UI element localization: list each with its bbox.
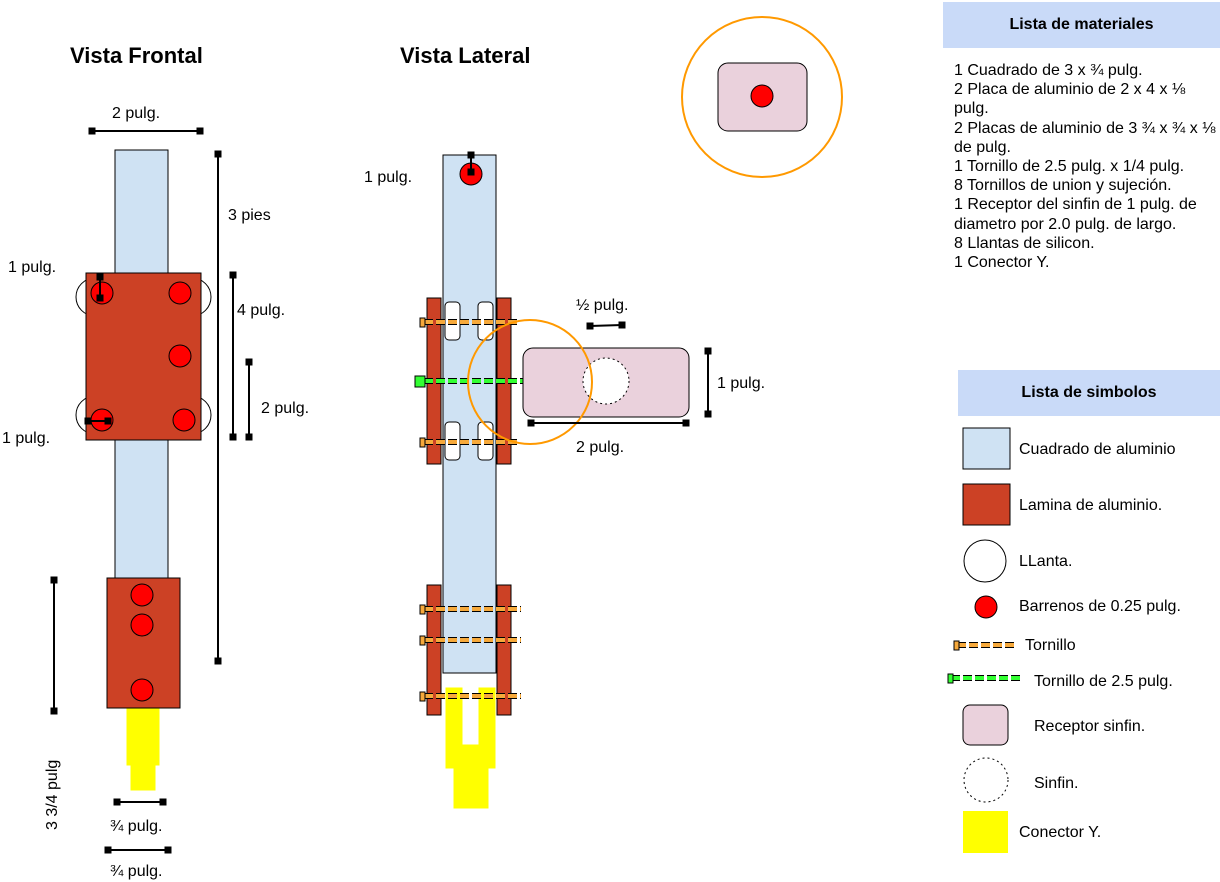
side-receiver-height-label: 1 pulg.: [717, 375, 765, 392]
front-view: 2 pulg. 3 pies 1 pulg. 1 pulg. 4 pulg. 2…: [2, 105, 309, 880]
front-connector-width-label-2: ¾ pulg.: [110, 863, 162, 880]
side-long-screw: [414, 375, 525, 388]
front-view-title: Vista Frontal: [70, 43, 203, 68]
front-wheel-bottom-label: 1 pulg.: [2, 430, 50, 447]
symbol-label: Lamina de aluminio.: [1019, 497, 1163, 514]
list-item: 2 Placa de aluminio de 2 x 4 x ⅛ pulg.: [954, 81, 1186, 118]
wheel-icon: [963, 539, 1007, 583]
side-hole-label: 1 pulg.: [364, 169, 412, 186]
front-wheel-top-label: 1 pulg.: [8, 259, 56, 276]
list-item: 1 Receptor del sinfin de 1 pulg. de diam…: [954, 196, 1197, 233]
front-hole: [172, 408, 196, 432]
front-y-connector: [126, 707, 160, 791]
detail-view: [681, 16, 843, 178]
side-screw: [419, 604, 521, 615]
front-lower-plate-label: 3 3/4 pulg: [44, 760, 61, 830]
symbol-label: Barrenos de 0.25 pulg.: [1019, 598, 1181, 615]
symbol-icons: [947, 427, 1022, 853]
symbol-label: Tornillo: [1025, 637, 1076, 654]
front-hole: [168, 281, 192, 305]
symbol-label: Sinfin.: [1034, 775, 1079, 792]
list-item: 8 Tornillos de union y sujeción.: [954, 177, 1172, 195]
front-connector-width-label: ¾ pulg.: [110, 818, 162, 835]
side-screw: [419, 691, 521, 702]
symbol-label: Tornillo de 2.5 pulg.: [1034, 673, 1173, 690]
side-y-connector: [445, 687, 496, 809]
symbol-label: LLanta.: [1019, 553, 1073, 570]
side-screw: [419, 437, 518, 448]
side-receiver-length-label: 2 pulg.: [576, 439, 624, 456]
side-lower-plate-left: [426, 584, 442, 716]
y-connector-icon: [963, 811, 1008, 853]
aluminum-sheet-icon: [962, 483, 1011, 526]
drill-hole-icon: [974, 595, 998, 619]
front-plate-height-label: 4 pulg.: [237, 302, 285, 319]
side-view-title: Vista Lateral: [400, 43, 530, 68]
side-view: 1 pulg. ½: [364, 151, 765, 809]
front-hole: [130, 613, 154, 637]
front-hole: [130, 583, 154, 607]
symbol-label: Receptor sinfin.: [1034, 718, 1146, 735]
screw-icon: [953, 640, 1015, 651]
side-aluminum-bar: [442, 154, 497, 674]
worm-receiver-icon: [962, 704, 1009, 746]
list-item: 1 Conector Y.: [954, 254, 1050, 272]
front-width-label: 2 pulg.: [112, 105, 160, 122]
materials-header: Lista de materiales: [943, 2, 1220, 48]
side-screw: [419, 635, 521, 646]
worm-icon: [963, 757, 1009, 803]
aluminum-square-icon: [962, 427, 1011, 470]
symbols-header: Lista de simbolos: [958, 370, 1220, 416]
materials-list: 1 Cuadrado de 3 x ¾ pulg. 2 Placa de alu…: [954, 61, 1216, 272]
side-highlight-circle: [467, 319, 593, 445]
front-hole: [168, 344, 192, 368]
side-worm: [582, 357, 630, 405]
front-hole-spacing-label: 2 pulg.: [261, 400, 309, 417]
front-length-label: 3 pies: [228, 207, 271, 224]
detail-highlight-circle: [681, 16, 843, 178]
symbol-label: Cuadrado de aluminio: [1019, 441, 1176, 458]
side-screw: [419, 317, 518, 328]
symbol-label: Conector Y.: [1019, 824, 1102, 841]
side-lower-plate-right: [496, 584, 512, 716]
detail-hole: [750, 84, 774, 108]
front-hole: [130, 678, 154, 702]
list-item: 2 Placas de aluminio de 3 ¾ x ¾ x ⅛ de p…: [954, 119, 1216, 156]
list-item: 1 Tornillo de 2.5 pulg. x 1/4 pulg.: [954, 158, 1185, 176]
long-screw-icon: [947, 673, 1022, 684]
side-receiver-hole-label: ½ pulg.: [576, 297, 628, 314]
list-item: 8 Llantas de silicon.: [954, 234, 1095, 252]
list-item: 1 Cuadrado de 3 x ¾ pulg.: [954, 62, 1143, 79]
